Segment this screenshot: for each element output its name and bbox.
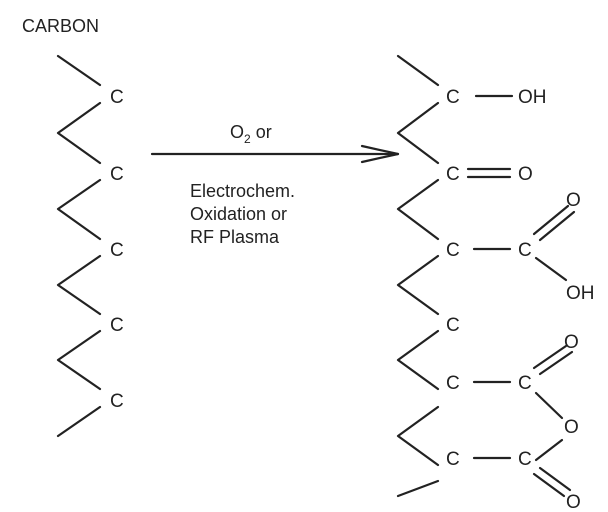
condition-line-1: Electrochem. bbox=[190, 181, 295, 201]
bond-ring-o-top bbox=[534, 391, 564, 420]
condition-line-3: RF Plasma bbox=[190, 227, 280, 247]
bond-anhydride-o-double-b bbox=[538, 350, 574, 376]
bond-carboxyl-o-double-b bbox=[538, 210, 576, 242]
reagent-label: O2 or bbox=[230, 122, 272, 146]
left-carbon-5: C bbox=[110, 391, 124, 412]
anhydride-carbon-2: C bbox=[518, 449, 532, 470]
anhydride-oxygen-top: O bbox=[564, 332, 579, 353]
right-carbon-hydroxyl: C bbox=[446, 87, 460, 108]
anhydride-ring-oxygen: O bbox=[564, 417, 579, 438]
carboxyl-carbon: C bbox=[518, 240, 532, 261]
bond-anhydride2-o-double-b bbox=[538, 466, 572, 492]
left-carbon-4: C bbox=[110, 315, 124, 336]
condition-line-2: Oxidation or bbox=[190, 204, 287, 224]
left-carbon-1: C bbox=[110, 87, 124, 108]
bond-carboxyl-oh bbox=[534, 256, 568, 282]
right-zigzag-chain bbox=[396, 54, 440, 498]
carboxyl-oh: OH bbox=[566, 283, 595, 304]
left-carbon-2: C bbox=[110, 164, 124, 185]
reaction-arrow-head bbox=[360, 144, 400, 164]
left-carbon-3: C bbox=[110, 240, 124, 261]
right-carbon-carbonyl: C bbox=[446, 164, 460, 185]
anhydride-carbon-1: C bbox=[518, 373, 532, 394]
left-zigzag-chain bbox=[56, 54, 102, 438]
right-carbon-4: C bbox=[446, 315, 460, 336]
title-label: CARBON bbox=[22, 16, 99, 36]
anhydride-oxygen-bottom: O bbox=[566, 492, 581, 512]
bond-anhydride2-o-double-a bbox=[532, 472, 566, 498]
right-carbon-anhydride-1: C bbox=[446, 373, 460, 394]
bond-ring-o-bottom bbox=[534, 438, 564, 462]
carbonyl-oxygen: O bbox=[518, 164, 533, 185]
carboxyl-oxygen: O bbox=[566, 190, 581, 211]
right-carbon-carboxyl: C bbox=[446, 240, 460, 261]
hydroxyl-oh: OH bbox=[518, 87, 547, 108]
bond-carboxyl-o-double-a bbox=[532, 204, 570, 236]
bond-anhydride-o-double-a bbox=[532, 344, 568, 370]
right-carbon-anhydride-2: C bbox=[446, 449, 460, 470]
